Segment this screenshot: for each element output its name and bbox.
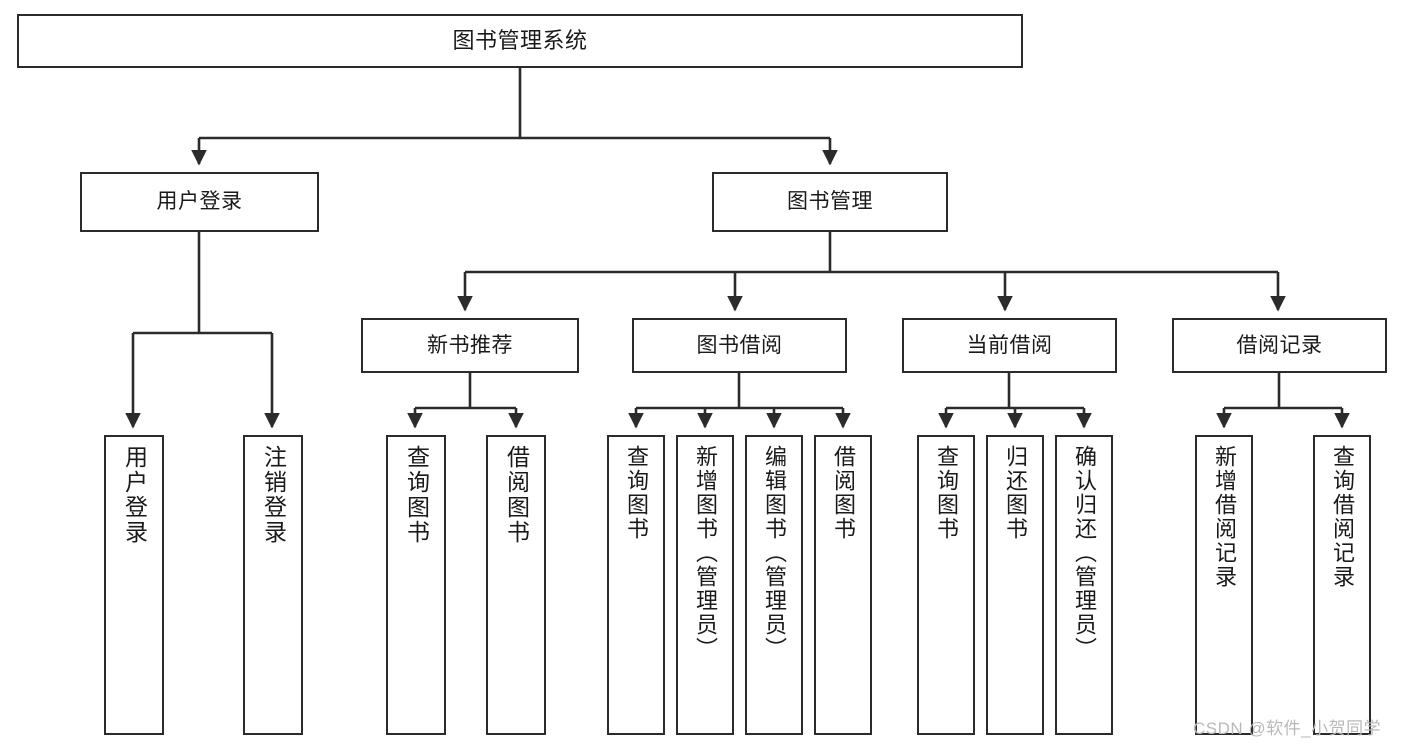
edge-root-to-level2 — [191, 68, 838, 166]
edge-new-book-rec-to-leaves — [407, 373, 524, 429]
leaf-add-record[interactable]: 新增借阅记录 — [1195, 435, 1253, 735]
edge-current-borrow-to-leaves — [938, 373, 1092, 429]
node-book-borrow-label: 图书借阅 — [696, 333, 783, 357]
leaf-user-logout-label: 注销登录 — [260, 445, 287, 545]
leaf-add-book[interactable]: 新增图书（管理员） — [676, 435, 734, 735]
node-book-manage-label: 图书管理 — [787, 190, 873, 214]
edge-book-borrow-to-leaves — [628, 373, 851, 429]
leaf-query-record-label: 查询借阅记录 — [1330, 445, 1355, 589]
node-root[interactable]: 图书管理系统 — [17, 14, 1023, 68]
leaf-confirm-return[interactable]: 确认归还（管理员） — [1055, 435, 1113, 735]
edge-borrow-record-to-leaves — [1216, 373, 1350, 429]
leaf-query-record[interactable]: 查询借阅记录 — [1313, 435, 1371, 735]
leaf-confirm-return-label: 确认归还（管理员） — [1072, 445, 1097, 661]
node-current-borrow-label: 当前借阅 — [966, 333, 1053, 357]
edge-book-manage-to-level3 — [457, 232, 1286, 312]
leaf-borrow-book-rec-label: 借阅图书 — [503, 445, 530, 545]
node-book-borrow[interactable]: 图书借阅 — [632, 318, 847, 373]
leaf-edit-book-label: 编辑图书（管理员） — [762, 445, 787, 661]
leaf-query-book-rec[interactable]: 查询图书 — [386, 435, 446, 735]
node-new-book-rec[interactable]: 新书推荐 — [361, 318, 579, 373]
node-root-label: 图书管理系统 — [452, 27, 588, 53]
leaf-edit-book[interactable]: 编辑图书（管理员） — [745, 435, 803, 735]
leaf-query-book-rec-label: 查询图书 — [403, 445, 430, 545]
leaf-add-book-label: 新增图书（管理员） — [693, 445, 718, 661]
leaf-user-login-label: 用户登录 — [121, 445, 148, 545]
leaf-query-book-cur[interactable]: 查询图书 — [917, 435, 975, 735]
leaf-return-book[interactable]: 归还图书 — [986, 435, 1044, 735]
node-borrow-record-label: 借阅记录 — [1236, 333, 1323, 357]
node-borrow-record[interactable]: 借阅记录 — [1172, 318, 1387, 373]
leaf-return-book-label: 归还图书 — [1003, 445, 1028, 541]
node-user-login[interactable]: 用户登录 — [80, 172, 319, 232]
node-user-login-label: 用户登录 — [156, 190, 243, 214]
leaf-user-login[interactable]: 用户登录 — [104, 435, 164, 735]
leaf-query-book-cur-label: 查询图书 — [934, 445, 959, 541]
leaf-user-logout[interactable]: 注销登录 — [243, 435, 303, 735]
node-book-manage[interactable]: 图书管理 — [712, 172, 948, 232]
node-new-book-rec-label: 新书推荐 — [427, 333, 513, 357]
leaf-borrow-book-rec[interactable]: 借阅图书 — [486, 435, 546, 735]
leaf-borrow-book-label: 借阅图书 — [831, 445, 856, 541]
leaf-borrow-book[interactable]: 借阅图书 — [814, 435, 872, 735]
node-current-borrow[interactable]: 当前借阅 — [902, 318, 1117, 373]
leaf-query-book-borrow[interactable]: 查询图书 — [607, 435, 665, 735]
leaf-add-record-label: 新增借阅记录 — [1212, 445, 1237, 589]
watermark: CSDN @软件_小贺同学 — [1193, 719, 1382, 738]
leaf-query-book-borrow-label: 查询图书 — [624, 445, 649, 541]
edge-user-login-to-leaves — [125, 232, 280, 429]
